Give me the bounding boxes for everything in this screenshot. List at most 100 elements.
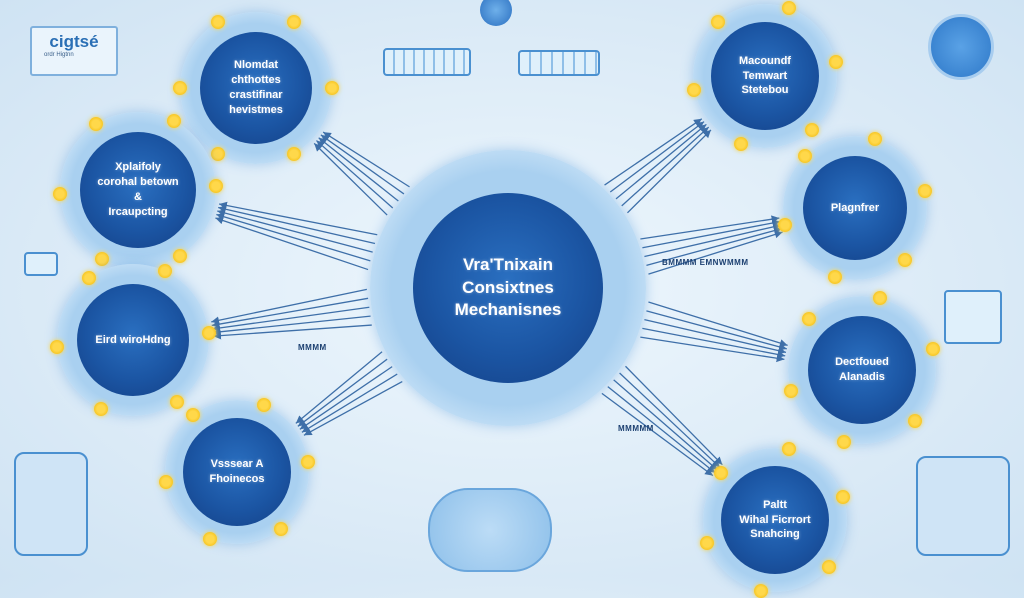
- coin-icon: [734, 137, 749, 151]
- connector-arrow: [216, 212, 371, 262]
- node-right-upper: Plagnfrer: [783, 136, 927, 280]
- node-label-line: Temwart: [742, 69, 788, 82]
- node-label-line: Alanadis: [839, 371, 885, 383]
- small-label-bottom: MMMMM: [618, 424, 654, 433]
- node-label-line: Eird wiroHdng: [95, 333, 171, 346]
- connector-arrow: [607, 386, 716, 474]
- node-label-line: Plagnfrer: [830, 201, 880, 214]
- connector-arrow: [297, 358, 388, 427]
- cloud-shield-icon: [428, 488, 552, 572]
- connector-arrow: [609, 121, 705, 193]
- connector-arrow: [211, 288, 367, 325]
- node-label-line: Dectfoued: [835, 356, 889, 369]
- node-label-line: Wihal Ficrrort: [739, 513, 811, 526]
- node-label-line: Vsssear A: [210, 458, 264, 471]
- node-label-line: crastifinar: [229, 89, 283, 101]
- coin-icon: [781, 442, 796, 457]
- connector-arrow: [619, 372, 721, 468]
- center-title-line1: Vra'Tnixain: [462, 254, 554, 274]
- coin-icon: [81, 271, 96, 286]
- connector-arrow: [213, 324, 372, 340]
- connector-arrow: [218, 205, 376, 245]
- logo-text: cigtsé: [49, 32, 99, 51]
- coin-icon: [208, 179, 223, 194]
- coin-icon: [836, 489, 851, 504]
- coin-icon: [805, 123, 820, 138]
- node-label-line: chthottes: [231, 74, 281, 87]
- coin-icon: [185, 408, 200, 423]
- connector-arrow: [644, 223, 782, 258]
- connector-arrow: [322, 131, 410, 188]
- node-label-line: Paltt: [763, 498, 787, 511]
- connector-arrow: [303, 380, 403, 436]
- coin-icon: [699, 536, 714, 551]
- connector-arrow: [644, 318, 787, 355]
- coin-icon: [287, 146, 301, 161]
- logo-subtext: ordr Higtnn: [44, 52, 74, 58]
- connector-arrow: [648, 301, 788, 347]
- connector-arrow: [218, 201, 378, 236]
- coin-icon: [781, 0, 796, 15]
- node-bottom-left: Vsssear A Fhoinecos: [165, 400, 309, 544]
- center-title-line2: Consixtnes: [462, 277, 554, 297]
- connector-arrow: [212, 315, 371, 336]
- coin-icon: [301, 454, 316, 469]
- coin-icon: [211, 146, 225, 161]
- coin-icon: [157, 263, 172, 278]
- coin-icon: [822, 560, 837, 575]
- coin-icon: [170, 394, 185, 409]
- connector-arrow: [613, 379, 719, 471]
- connector-arrow: [212, 306, 370, 332]
- small-label-right: BMMMM EMNWMMM: [662, 258, 749, 267]
- connector-arrow: [621, 126, 710, 207]
- coin-icon: [828, 55, 843, 70]
- coin-icon: [801, 311, 816, 326]
- connector-arrow: [640, 336, 785, 363]
- computer-right-icon: [916, 456, 1010, 556]
- connector-arrow: [642, 219, 781, 249]
- coin-icon: [95, 252, 110, 267]
- connector-arrow: [295, 351, 383, 424]
- coin-icon: [201, 325, 216, 340]
- coin-icon: [713, 465, 728, 480]
- node-label-line: Xplaifoly: [115, 161, 161, 174]
- coin-icon: [798, 148, 813, 163]
- coin-icon: [868, 131, 883, 146]
- connector-arrow: [301, 373, 398, 433]
- coin-icon: [256, 398, 271, 413]
- globe-icon: [480, 0, 512, 26]
- node-label-line: Stetebou: [741, 84, 789, 97]
- coin-icon: [918, 184, 932, 199]
- coin-icon: [926, 342, 941, 357]
- coin-icon: [203, 531, 218, 546]
- connector-arrow: [642, 327, 786, 359]
- server-rack-icon: [383, 48, 471, 76]
- node-label-line: Snahcing: [750, 528, 800, 541]
- coin-icon: [94, 402, 109, 417]
- logo-box: cigtsé ordr Higtnn: [30, 26, 118, 76]
- connector-arrow: [299, 366, 393, 430]
- coin-icon: [710, 14, 725, 29]
- computer-left-icon: [14, 452, 88, 556]
- coin-icon: [325, 81, 339, 95]
- node-label-line: &: [134, 191, 142, 203]
- node-label-line: Fhoinecos: [209, 473, 265, 485]
- node-label-line: Ircaupcting: [108, 205, 168, 218]
- coin-icon: [158, 475, 173, 490]
- gauge-icon: [928, 14, 994, 80]
- coin-icon: [166, 113, 181, 128]
- database-icon: [518, 50, 600, 76]
- connector-arrow: [646, 226, 782, 266]
- connector-arrow: [646, 310, 787, 351]
- connector-arrow: [211, 297, 369, 328]
- coin-icon: [211, 15, 225, 30]
- coin-icon: [88, 117, 103, 132]
- connector-arrow: [313, 142, 388, 216]
- node-label-line: Macoundf: [739, 54, 791, 67]
- coin-icon: [897, 253, 912, 268]
- coin-icon: [754, 583, 769, 598]
- center-title-line3: Mechanisnes: [454, 300, 562, 320]
- document-panel-icon: [944, 290, 1002, 344]
- connector-arrow: [625, 365, 723, 466]
- coin-icon: [173, 81, 187, 95]
